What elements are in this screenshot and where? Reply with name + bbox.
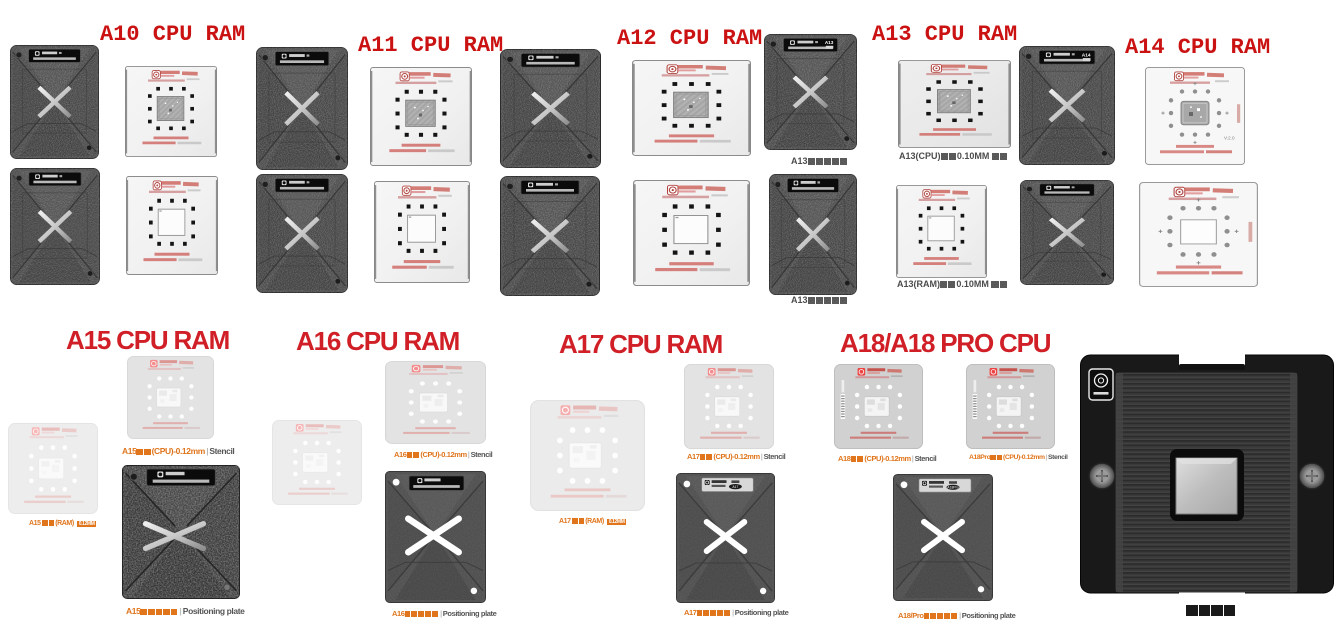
- svg-text:A14: A14: [1082, 52, 1091, 57]
- svg-text:V:2.0: V:2.0: [1224, 136, 1235, 141]
- svg-text:A18Pro: A18Pro: [947, 486, 958, 490]
- svg-text:A17: A17: [732, 485, 738, 489]
- svg-text:A13: A13: [825, 40, 834, 45]
